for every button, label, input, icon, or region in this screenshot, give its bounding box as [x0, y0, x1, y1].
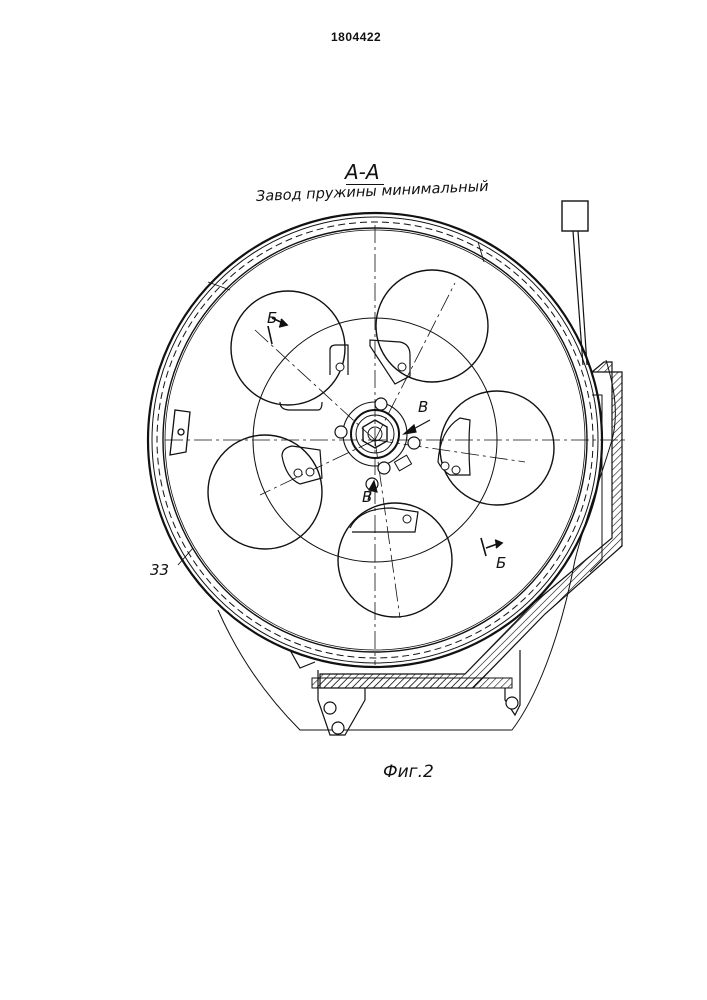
spring-rail [320, 362, 622, 688]
bracket-pins [294, 363, 460, 523]
bottom-plate [312, 678, 512, 688]
spool-top-left [231, 291, 345, 405]
spool-top-right [376, 270, 488, 382]
label-view-v-bottom: В [362, 488, 372, 506]
bottom-bracket-pins [324, 697, 518, 734]
label-part-33: 33 [150, 561, 169, 579]
left-clamp [170, 410, 190, 455]
figure-caption: Фиг.2 [383, 762, 434, 782]
label-section-b-top: Б [267, 309, 277, 327]
weight-block [562, 201, 588, 231]
label-view-v-right: В [418, 398, 428, 416]
label-section-b-bottom: Б [496, 554, 506, 572]
hub-rollers [335, 398, 420, 490]
